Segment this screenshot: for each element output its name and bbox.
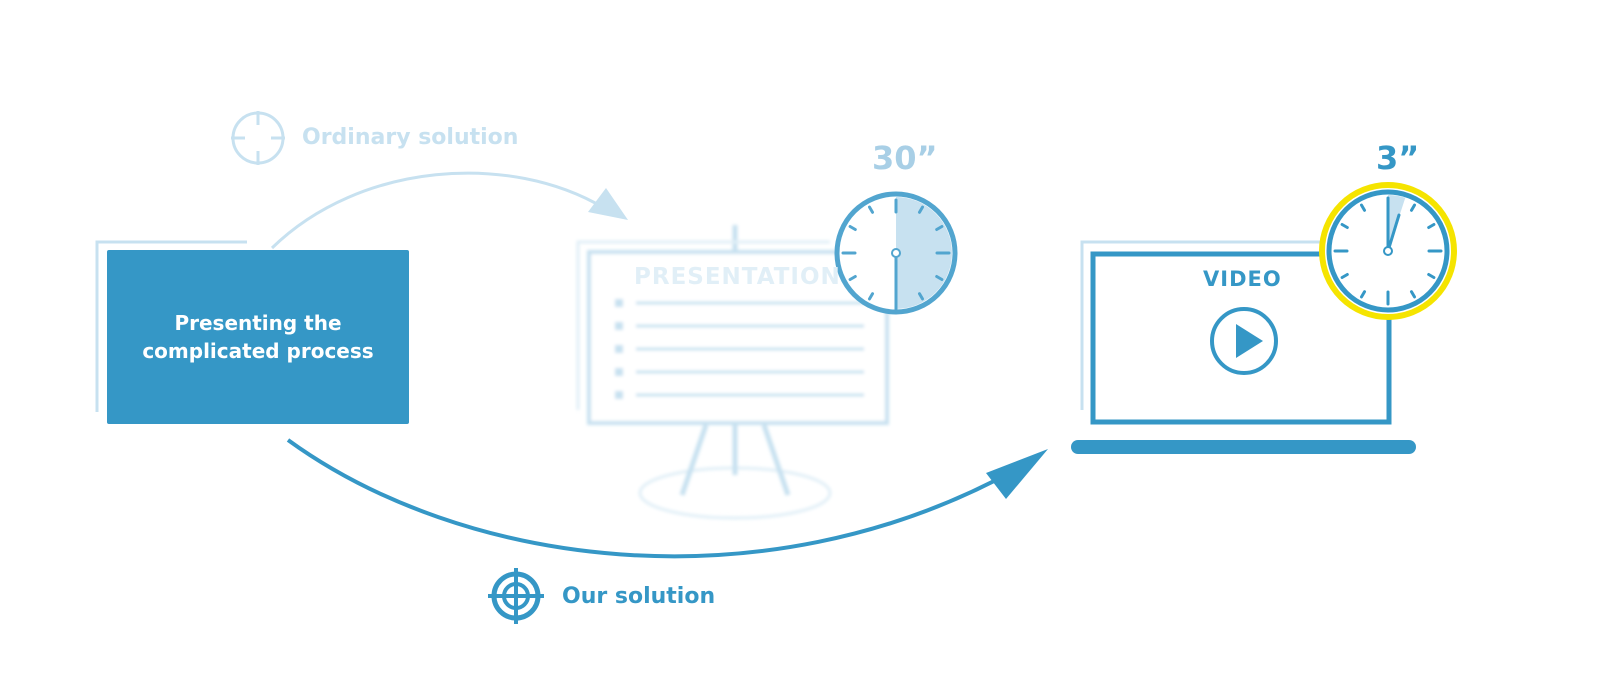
bullet-marker (615, 391, 623, 399)
crosshair-icon (231, 111, 285, 165)
clock-30-elapsed-sector (896, 197, 952, 309)
process-box-text: Presenting the complicated process (142, 311, 374, 363)
our-solution-arrowhead (986, 449, 1048, 499)
our-solution-label: Our solution (562, 584, 716, 609)
easel-leg-right (761, 424, 791, 496)
easel-floor-ellipse (638, 466, 832, 520)
video-time-label: 3” (1376, 139, 1420, 177)
bullet-marker (615, 299, 623, 307)
easel-leg-left (679, 424, 709, 496)
ordinary-arrow-path (270, 171, 605, 250)
laptop-shadow-outline (1080, 240, 1330, 410)
video-title: VIDEO (1203, 267, 1282, 291)
bullet-marker (615, 322, 623, 330)
process-box-shadow (95, 240, 247, 412)
easel-shadow-outline (576, 240, 830, 410)
play-icon (1236, 324, 1263, 358)
presentation-time-label: 30” (872, 139, 938, 177)
our-solution-arrow-path (286, 438, 1016, 559)
clock-30-icon (834, 191, 958, 315)
bullet-marker (615, 345, 623, 353)
ordinary-solution-label: Ordinary solution (302, 125, 519, 150)
ordinary-arrowhead (588, 188, 628, 220)
laptop-base (1071, 440, 1416, 454)
process-box: Presenting the complicated process (107, 250, 409, 424)
presentation-bullet-list (615, 299, 864, 399)
target-icon (488, 568, 544, 624)
clock-3-icon (1319, 182, 1457, 320)
presentation-easel (576, 225, 889, 520)
bullet-marker (615, 368, 623, 376)
presentation-title: PRESENTATION (634, 264, 841, 290)
